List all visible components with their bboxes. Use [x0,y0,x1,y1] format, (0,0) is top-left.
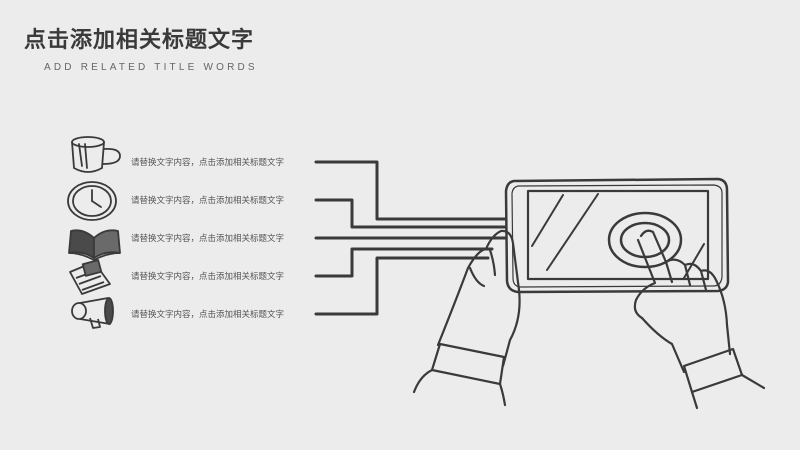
connector-line-4 [314,247,494,278]
left-hand [412,229,521,407]
item-text-4: 请替换文字内容，点击添加相关标题文字 [131,272,285,282]
slide-title: 点击添加相关标题文字 [24,28,255,53]
connector-line-1 [314,160,507,221]
slide-subtitle: ADD RELATED TITLE WORDS [44,62,258,73]
item-text-1: 请替换文字内容，点击添加相关标题文字 [131,158,285,168]
tablet-device [504,177,730,294]
item-text-3: 请替换文字内容，点击添加相关标题文字 [131,234,285,244]
connector-line-5 [314,256,490,316]
item-text-2: 请替换文字内容，点击添加相关标题文字 [131,196,285,206]
coffee-cup-icon [71,136,121,173]
item-text-5: 请替换文字内容，点击添加相关标题文字 [131,310,285,320]
notepad-icon [69,259,111,295]
connector-line-2 [314,198,507,229]
right-hand [633,229,766,410]
open-book-icon [68,229,121,261]
clock-icon [67,181,117,221]
connector-lines [314,160,507,316]
megaphone-icon [71,297,114,329]
